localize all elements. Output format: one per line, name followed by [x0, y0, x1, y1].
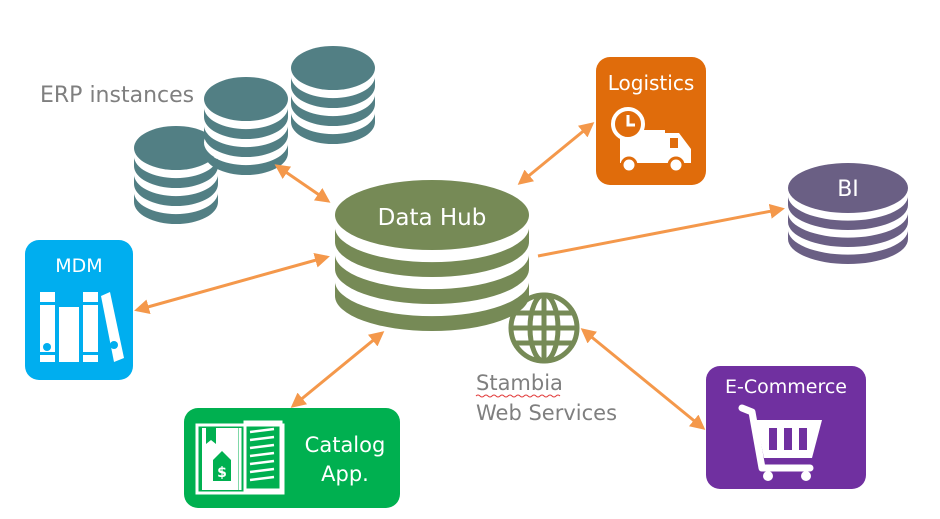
arrow-webservices-ecommerce [580, 328, 706, 430]
catalog-label-line2: App. [321, 462, 369, 486]
ecommerce-label: E-Commerce [725, 376, 847, 398]
erp-database-group[interactable] [134, 46, 375, 224]
globe-icon [508, 292, 580, 364]
database-band [335, 281, 529, 331]
catalog-label-line1: Catalog [305, 433, 386, 457]
hub-database-icon [335, 180, 529, 331]
arrow-hub-mdm [134, 253, 330, 314]
mdm-node[interactable]: MDM [25, 240, 133, 380]
web-services-label-line2: Web Services [476, 401, 617, 425]
books-icon [40, 292, 124, 362]
logistics-label: Logistics [608, 71, 695, 95]
database-band [134, 156, 218, 188]
database-band [788, 195, 908, 230]
logistics-node[interactable]: Logistics [596, 57, 706, 185]
delivery-truck-clock-icon [611, 107, 691, 174]
bi-label: BI [837, 177, 859, 202]
connection-arrows [134, 122, 785, 430]
database-band [788, 229, 908, 264]
erp-database-icon [204, 77, 288, 175]
database-band [788, 212, 908, 247]
svg-text:$: $ [217, 465, 227, 481]
erp-label: ERP instances [40, 83, 194, 108]
catalog-app-node[interactable]: $ Catalog App. [184, 408, 400, 508]
web-services-label-line1: Stambia [476, 371, 563, 395]
bi-database-icon [788, 163, 908, 264]
hub-label: Data Hub [378, 205, 487, 231]
database-top [788, 163, 908, 213]
data-hub-node[interactable]: Data Hub [335, 180, 529, 331]
price-catalog-book-icon: $ [195, 420, 285, 495]
database-top [204, 77, 288, 121]
database-top [134, 126, 218, 170]
database-band [291, 76, 375, 108]
arrow-hub-catalog [290, 331, 385, 408]
database-band [291, 112, 375, 144]
database-top [291, 46, 375, 90]
database-band [291, 94, 375, 126]
database-band [204, 143, 288, 175]
bi-node[interactable]: BI [788, 163, 908, 264]
ecommerce-node[interactable]: E-Commerce [706, 366, 866, 489]
database-band [335, 254, 529, 304]
database-band [335, 227, 529, 277]
mdm-label: MDM [55, 255, 102, 277]
database-band [204, 107, 288, 139]
spellcheck-underline [475, 394, 561, 398]
database-band [204, 125, 288, 157]
database-band [134, 174, 218, 206]
arrow-hub-logistics [517, 122, 595, 185]
erp-database-icon [291, 46, 375, 144]
arrow-erp-hub [274, 164, 331, 203]
database-top [335, 180, 529, 250]
shopping-cart-icon [738, 404, 822, 481]
arrow-hub-bi [537, 203, 785, 258]
erp-database-icon [134, 126, 218, 224]
database-band [134, 192, 218, 224]
